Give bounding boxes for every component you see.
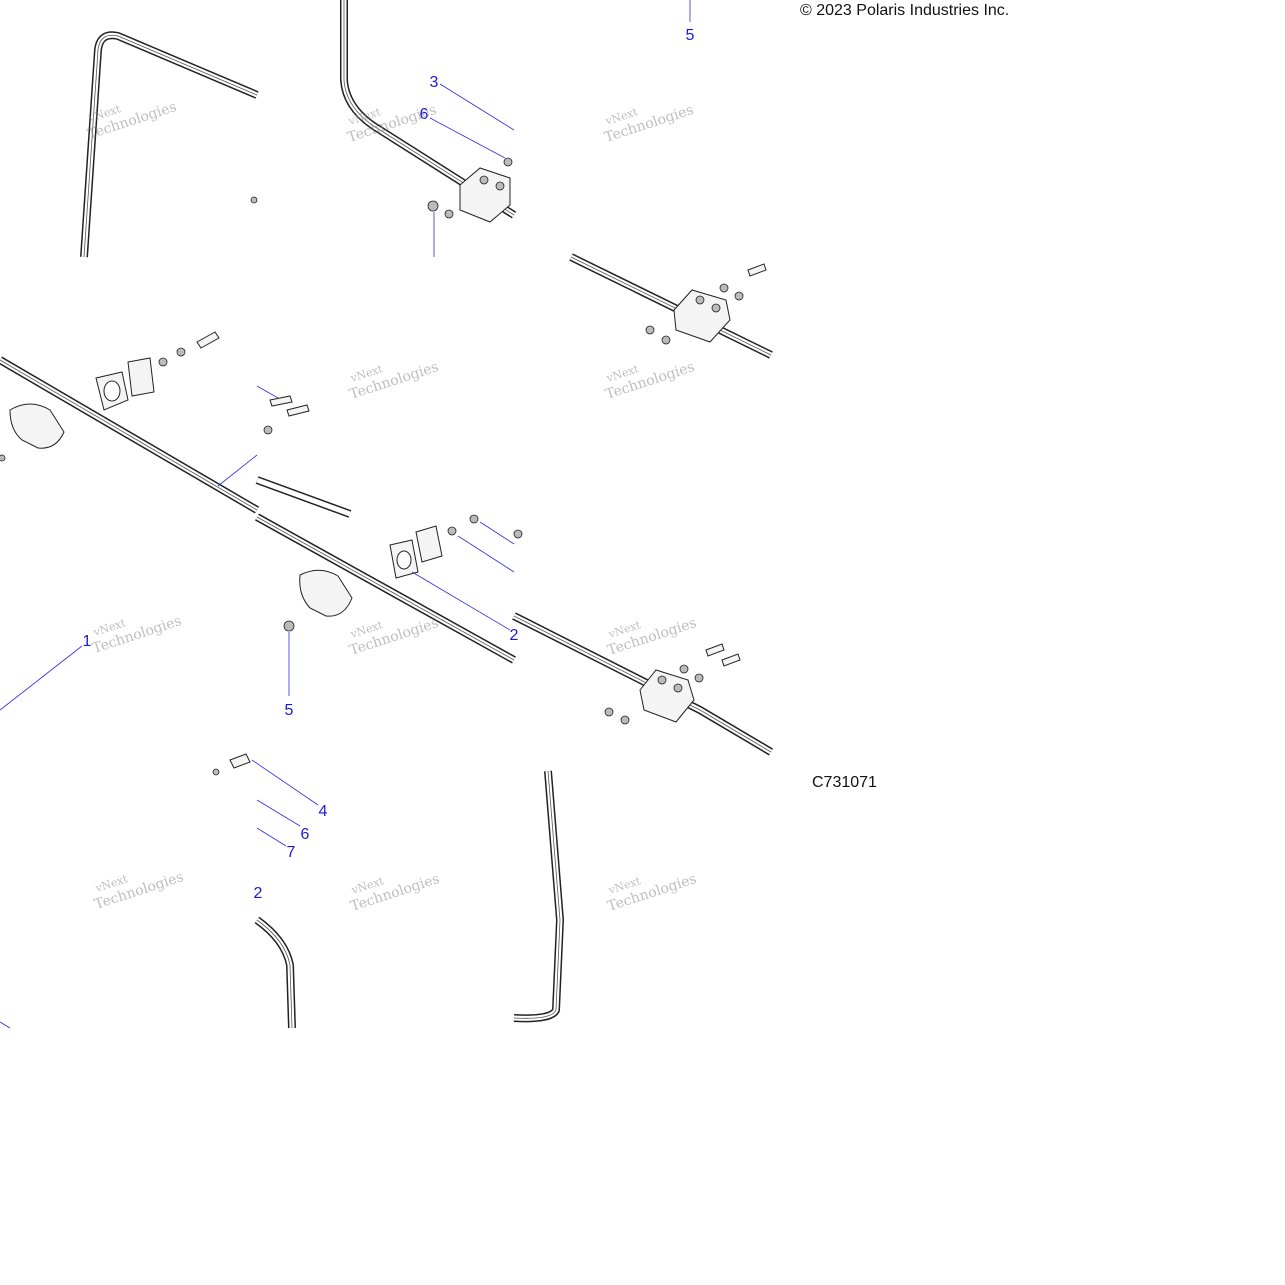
callout-1: 1 xyxy=(83,633,92,650)
callout-6: 6 xyxy=(420,106,429,123)
hinge-bracket-lower xyxy=(639,669,695,723)
callout-5: 5 xyxy=(285,702,294,719)
latch-plate-2 xyxy=(415,525,443,563)
callout-2: 2 xyxy=(510,627,519,644)
latch-handle-2 xyxy=(299,569,353,617)
latch-gasket-2 xyxy=(389,539,419,579)
copyright-notice: © 2023 Polaris Industries Inc. xyxy=(800,2,1010,19)
tile-lower-left xyxy=(0,645,83,711)
callout-4: 4 xyxy=(319,803,328,820)
tile-bottom-left xyxy=(0,753,251,1029)
bolt xyxy=(196,331,220,349)
callout-2: 2 xyxy=(254,885,263,902)
callout-6: 6 xyxy=(301,826,310,843)
callout-5: 5 xyxy=(686,27,695,44)
tube-frame-corner-top-left xyxy=(80,31,259,258)
bolt xyxy=(269,395,293,407)
callout-7: 7 xyxy=(287,844,296,861)
tube-frame-rail-middle xyxy=(255,513,523,696)
tube-frame-corner-lower xyxy=(251,759,319,1029)
hinge-bracket-right xyxy=(673,289,731,343)
tube-frame-rail-upper-right xyxy=(569,253,773,359)
nut xyxy=(444,209,454,219)
tube-frame-rail-lower-right xyxy=(512,612,774,756)
hinge-bracket-top xyxy=(459,167,511,223)
nut xyxy=(427,200,439,212)
latch-handle xyxy=(9,403,65,449)
tube-frame-rail-middle-left xyxy=(0,331,260,514)
washer xyxy=(503,157,513,167)
bolt xyxy=(229,753,251,769)
latch-gasket xyxy=(95,371,129,411)
tile-center xyxy=(255,385,352,518)
tube-frame-corner-bottom-right xyxy=(513,770,564,1023)
watermarks: vNext Technologies vNext Technologies vN… xyxy=(86,99,699,915)
callout-3: 3 xyxy=(430,74,439,91)
tube-frame-bend-top xyxy=(340,0,517,257)
bolt xyxy=(286,404,310,417)
diagram-code: C731071 xyxy=(812,774,877,791)
latch-plate xyxy=(127,357,155,397)
